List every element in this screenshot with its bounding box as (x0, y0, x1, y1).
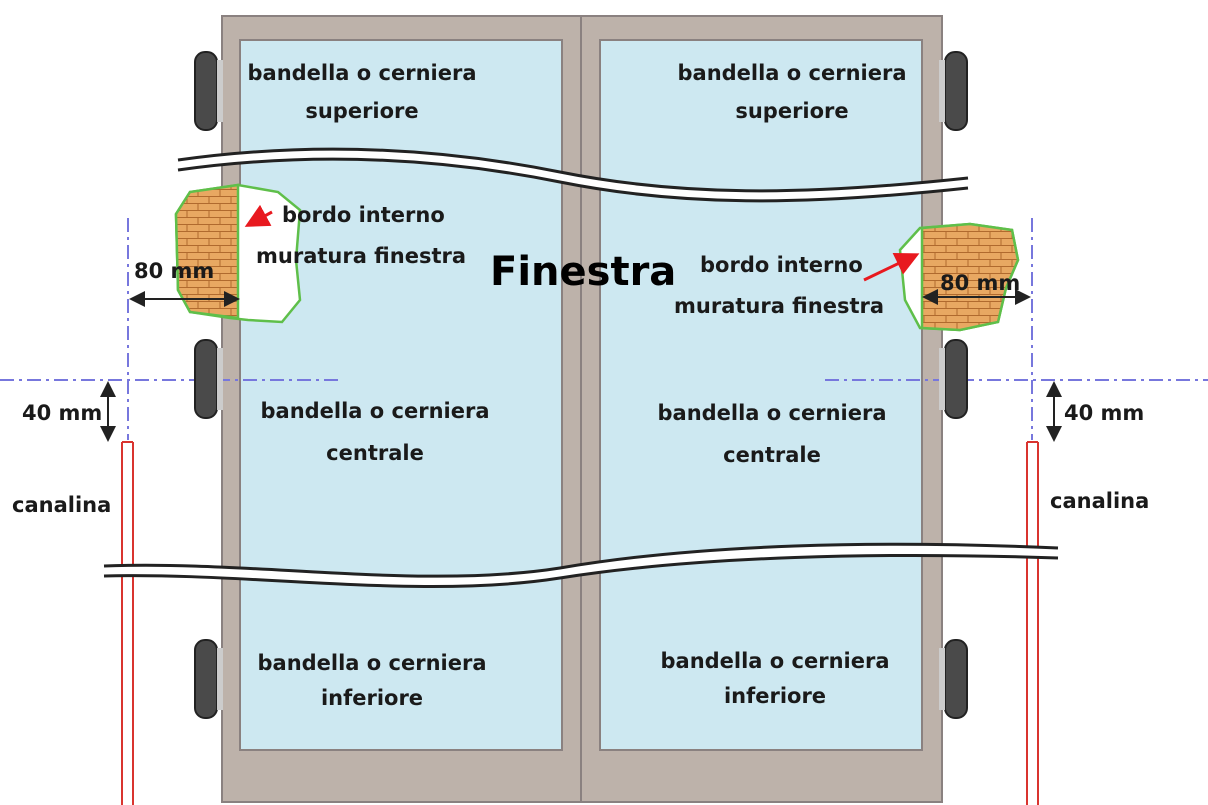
break-line-bottom (103, 542, 1059, 589)
channels (121, 441, 1039, 805)
hinge-bottom-left-line2: inferiore (321, 686, 423, 710)
masonry-edge-left-line1: bordo interno (282, 203, 445, 227)
hinge-left-top (194, 51, 218, 131)
masonry-edge-left-line2: muratura finestra (256, 244, 466, 268)
hinge-left-bottom (194, 639, 218, 719)
hinge-pin (217, 348, 223, 410)
channel-right-label: canalina (1050, 489, 1149, 513)
dim-40-right-label: 40 mm (1064, 401, 1144, 425)
dim-80-left-label: 80 mm (134, 259, 214, 283)
masonry-edge-right-line2: muratura finestra (674, 294, 884, 318)
diagram-title: Finestra (490, 249, 676, 295)
masonry-edge-right-line1: bordo interno (700, 253, 863, 277)
masonry-left-brick (174, 183, 240, 320)
hinge-top-left-line2: superiore (305, 99, 418, 123)
hinge-left-center (194, 339, 218, 419)
hinges (194, 51, 968, 719)
guide-lines (0, 218, 1208, 440)
hinge-center-right-line2: centrale (723, 443, 821, 467)
hinge-center-left-line2: centrale (326, 441, 424, 465)
hinge-top-left-line1: bandella o cerniera (247, 61, 476, 85)
hinge-right-bottom (944, 639, 968, 719)
hinge-right-top (944, 51, 968, 131)
hinge-pin (217, 648, 223, 710)
dim-80-right-label: 80 mm (940, 271, 1020, 295)
hinge-center-right-line1: bandella o cerniera (657, 401, 886, 425)
arrow-right-pointer (863, 252, 920, 282)
hinge-bottom-left-line1: bandella o cerniera (257, 651, 486, 675)
dim-40-left-label: 40 mm (22, 401, 102, 425)
break-line-top (177, 147, 969, 203)
left-sash-glass (239, 39, 563, 751)
hinge-pin (939, 348, 945, 410)
right-sash-glass (599, 39, 923, 751)
channel-left-label: canalina (12, 493, 111, 517)
hinge-pin (217, 60, 223, 122)
hinge-pin (939, 60, 945, 122)
hinge-bottom-right-line1: bandella o cerniera (660, 649, 889, 673)
hinge-bottom-right-line2: inferiore (724, 684, 826, 708)
hinge-top-right-line1: bandella o cerniera (677, 61, 906, 85)
hinge-pin (939, 648, 945, 710)
arrow-left-pointer (244, 204, 273, 227)
hinge-top-right-line2: superiore (735, 99, 848, 123)
hinge-pins (217, 60, 945, 710)
hinge-right-center (944, 339, 968, 419)
hinge-center-left-line1: bandella o cerniera (260, 399, 489, 423)
